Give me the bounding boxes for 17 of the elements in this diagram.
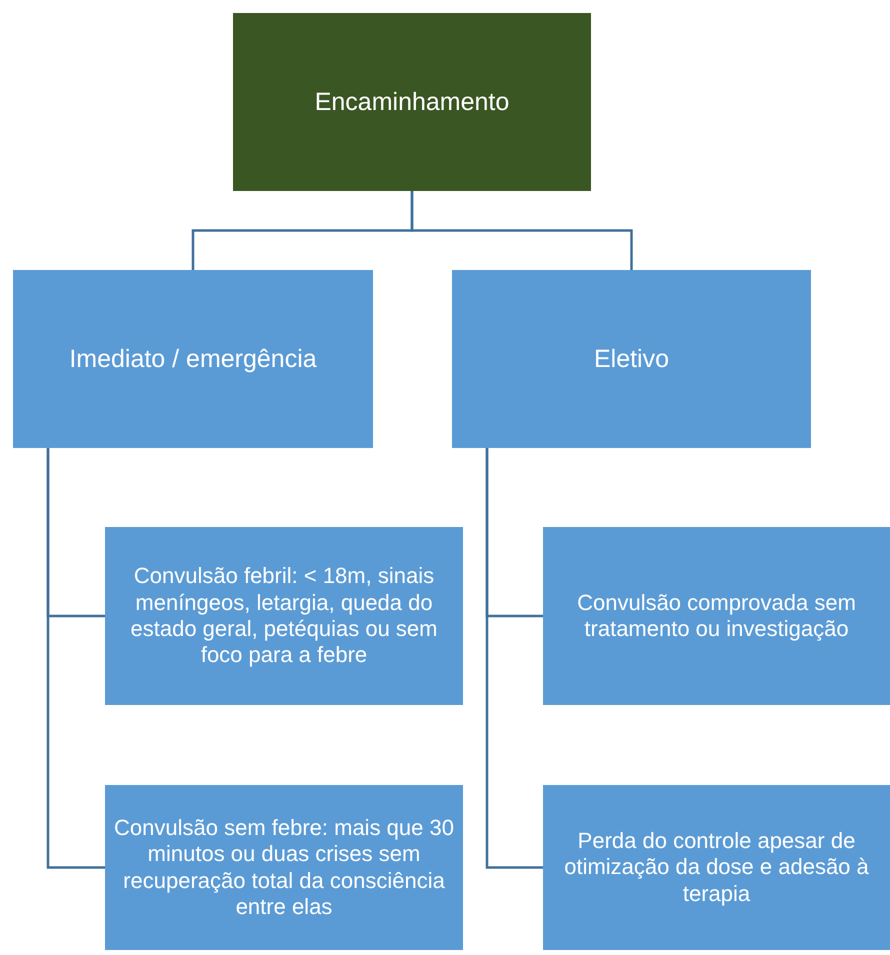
node-label: Perda do controle apesar de otimização da dose e adesão à terapia (563, 828, 870, 908)
node-label: Convulsão comprovada sem tratamento ou investigação (576, 590, 857, 642)
connector-line (486, 448, 543, 869)
node-label: Convulsão sem febre: mais que 30 minutos ou duas crises sem recuperação total da consciência entre elas (113, 814, 455, 920)
category-box (13, 270, 373, 448)
root-box (233, 13, 591, 191)
node-label: Encaminhamento (314, 87, 510, 117)
category-box (452, 270, 811, 448)
node-label: Eletivo (594, 344, 670, 374)
category-box (105, 527, 463, 705)
category-box (105, 785, 463, 950)
category-box (543, 527, 890, 705)
node-label: Imediato / emergência (69, 344, 317, 374)
node-label: Convulsão febril: < 18m, sinais meníngeos, letargia, queda do estado geral, petéquias ou sem foco para a febre (130, 563, 438, 669)
connector-line (410, 191, 633, 270)
connector-line (46, 448, 105, 869)
category-box (543, 785, 890, 950)
